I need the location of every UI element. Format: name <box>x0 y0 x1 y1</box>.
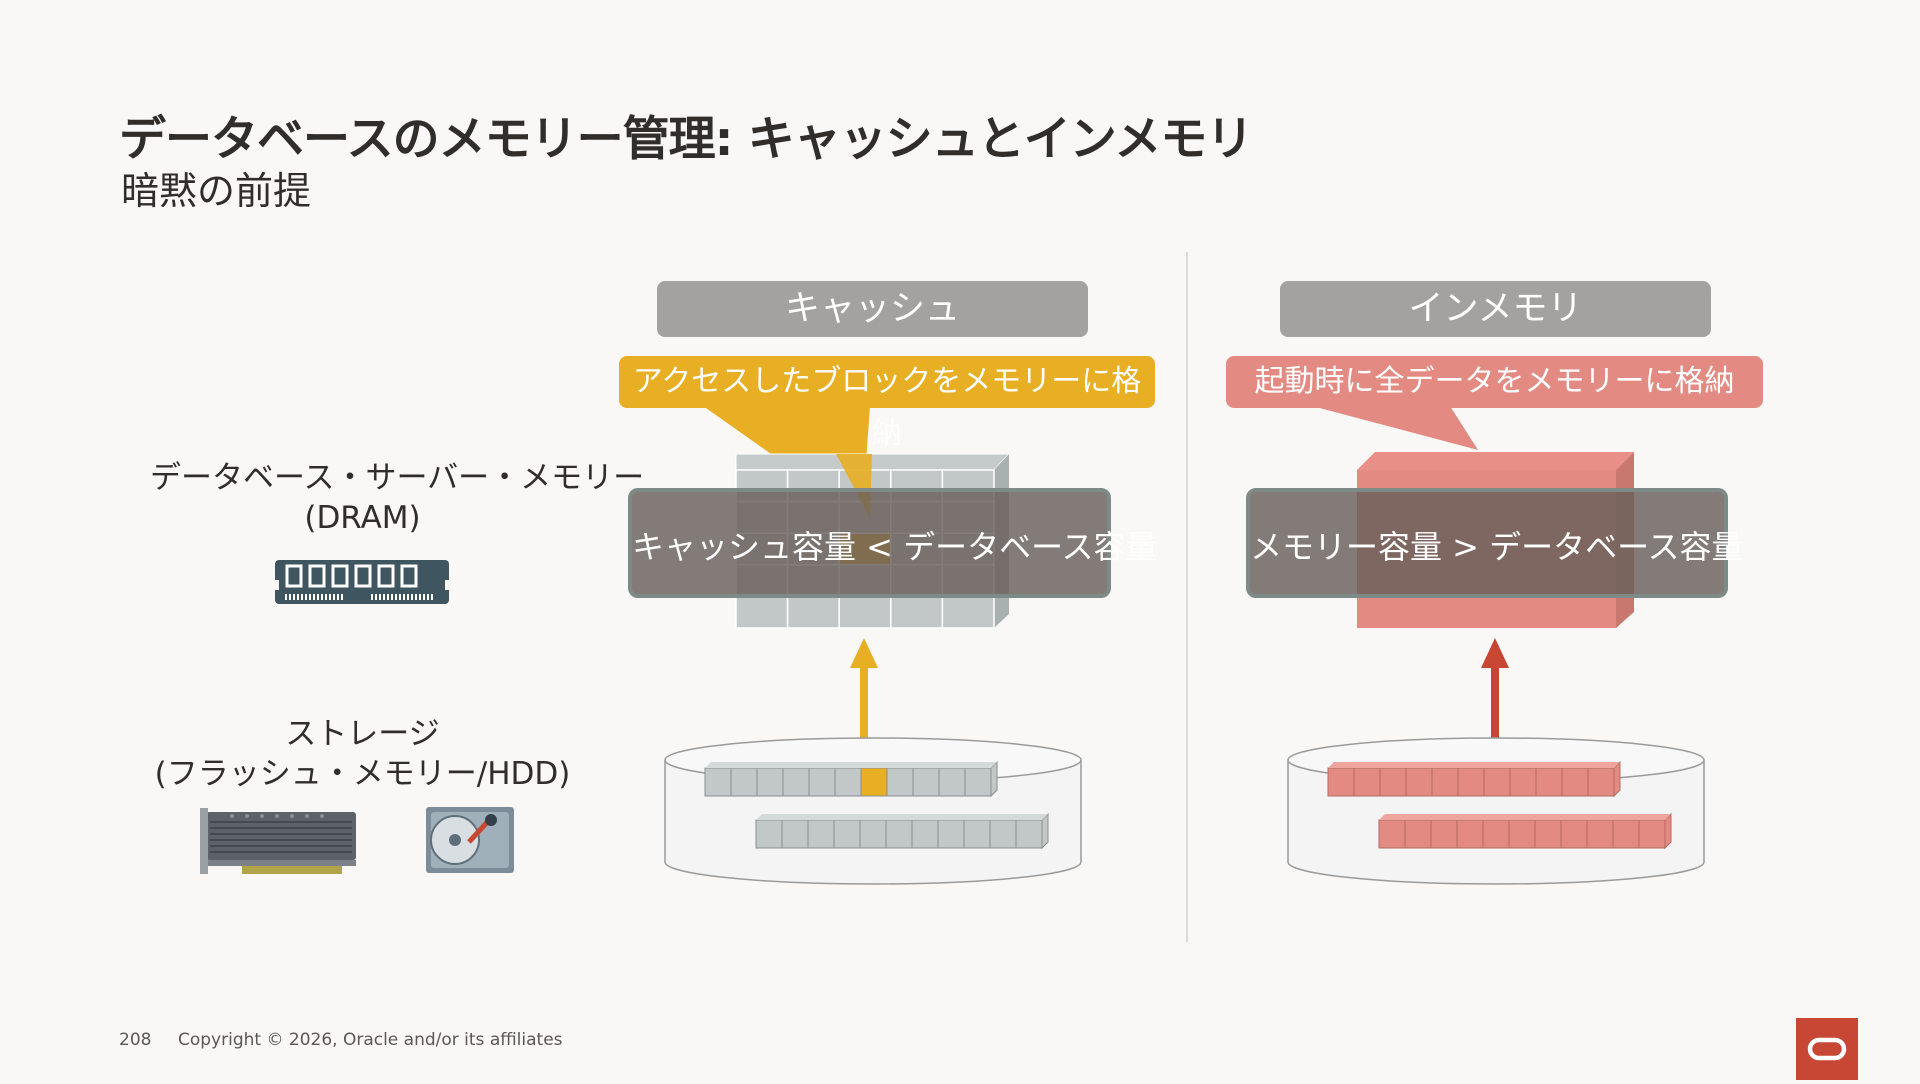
flash-card-icon <box>200 808 356 874</box>
page-number: 208 <box>119 1030 152 1050</box>
copyright-text: Copyright © 2026, Oracle and/or its affi… <box>178 1030 563 1050</box>
slide-subtitle: 暗黙の前提 <box>121 169 312 213</box>
cache-callout: アクセスしたブロックをメモリーに格納 <box>619 356 1155 451</box>
inmemory-capacity-box: メモリー容量 > データベース容量 <box>1246 488 1744 598</box>
storage-label: ストレージ (フラッシュ・メモリー/HDD) <box>150 714 575 794</box>
inmemory-callout: 起動時に全データをメモリーに格納 <box>1226 356 1763 408</box>
storage-label-line1: ストレージ <box>285 716 440 752</box>
oracle-logo-icon <box>1796 1018 1858 1080</box>
storage-label-line2: (フラッシュ・メモリー/HDD) <box>154 756 571 792</box>
inmemory-diagram <box>1287 406 1705 885</box>
slide-title: データベースのメモリー管理: キャッシュとインメモリ <box>119 112 1253 167</box>
cache-diagram <box>664 406 1082 885</box>
memory-label: データベース・サーバー・メモリー (DRAM) <box>150 458 645 538</box>
panel-divider <box>1186 252 1188 942</box>
dram-icon <box>273 560 451 604</box>
cache-header: キャッシュ <box>657 281 1088 337</box>
memory-label-line2: (DRAM) <box>304 500 421 536</box>
inmemory-header: インメモリ <box>1280 281 1711 337</box>
cache-capacity-box: キャッシュ容量 < データベース容量 <box>628 488 1158 598</box>
inmemory-callout-pointer <box>1312 406 1478 450</box>
hdd-icon <box>426 807 514 873</box>
memory-label-line1: データベース・サーバー・メモリー <box>150 460 645 496</box>
